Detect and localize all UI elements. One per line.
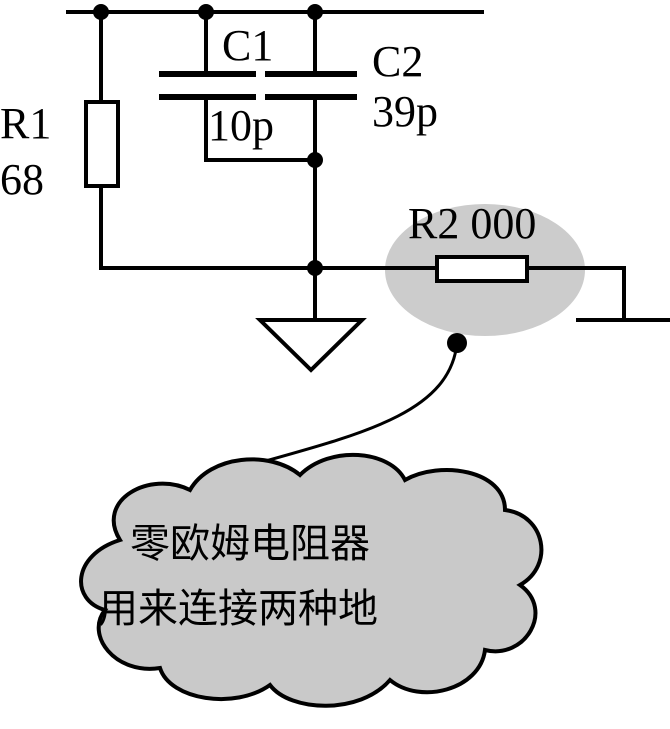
callout-text-line2: 用来连接两种地 [98,586,378,632]
junction-dot [307,152,323,168]
callout-leader-line [261,342,459,464]
callout-text-line1: 零欧姆电阻器 [130,521,370,567]
r1-name-label: R1 [0,99,51,148]
c2-value-label: 39p [372,87,438,136]
callout-cloud [79,453,544,708]
r2-resistor-body [435,255,529,283]
r2-label: R2 000 [408,199,536,248]
c1-name-label: C1 [222,21,273,70]
junction-dot [93,4,109,20]
junction-dot [307,4,323,20]
r1-resistor-body [84,100,120,188]
r1-value-label: 68 [0,155,44,204]
c2-name-label: C2 [372,37,423,86]
junction-dot [198,4,214,20]
junction-dot [307,260,323,276]
c1-value-label: 10p [208,101,274,150]
ground-symbol [255,318,367,373]
callout-anchor-dot [447,333,467,353]
